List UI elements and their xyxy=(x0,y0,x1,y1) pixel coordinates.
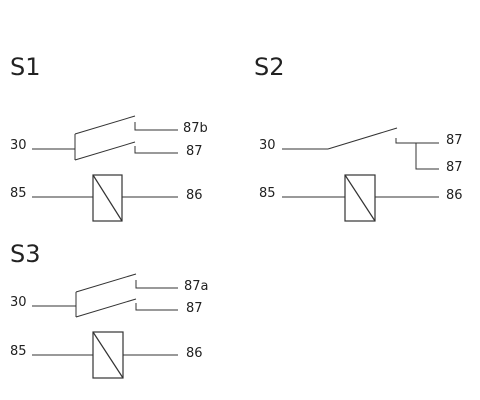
pin-label-30: 30 xyxy=(10,295,27,310)
contact-87-terminal-top xyxy=(395,138,439,144)
contact-87-terminal-bottom xyxy=(415,143,439,170)
switch-arm xyxy=(327,127,398,150)
pin-label-86: 86 xyxy=(186,188,203,203)
switch-arm-lower xyxy=(74,141,136,161)
relay-s3: S3 30 87a 87 85 86 xyxy=(10,240,209,379)
pin-label-30: 30 xyxy=(259,138,276,153)
pin-label-86: 86 xyxy=(446,188,463,203)
relay-title-s2: S2 xyxy=(254,53,285,81)
switch-arm-upper xyxy=(75,273,137,293)
pin-label-87: 87 xyxy=(446,160,463,175)
switch-arm-lower xyxy=(75,298,137,318)
pin-label-87: 87 xyxy=(186,301,203,316)
coil xyxy=(92,174,123,222)
relay-title-s1: S1 xyxy=(10,53,41,81)
pin-label-87: 87 xyxy=(186,144,203,159)
pin-label-87b: 87b xyxy=(183,121,208,136)
contact-87-terminal xyxy=(135,303,178,311)
pin-label-87: 87 xyxy=(446,133,463,148)
coil-diagonal xyxy=(344,174,376,222)
pin-label-87a: 87a xyxy=(184,279,209,294)
contact-87b-terminal xyxy=(134,122,178,131)
pin-label-85: 85 xyxy=(10,344,27,359)
contact-87-terminal xyxy=(134,146,178,154)
coil-diagonal xyxy=(92,331,124,379)
pin-label-86: 86 xyxy=(186,346,203,361)
coil xyxy=(344,174,376,222)
contact-87a-terminal xyxy=(135,280,178,289)
relay-s1: S1 30 87b 87 85 86 xyxy=(10,53,208,222)
pin-label-85: 85 xyxy=(10,186,27,201)
relay-title-s3: S3 xyxy=(10,240,41,268)
pin-label-30: 30 xyxy=(10,138,27,153)
pin-label-85: 85 xyxy=(259,186,276,201)
relay-s2: S2 30 87 87 85 86 xyxy=(254,53,463,222)
coil-diagonal xyxy=(92,174,123,222)
switch-arm-upper xyxy=(74,115,136,135)
